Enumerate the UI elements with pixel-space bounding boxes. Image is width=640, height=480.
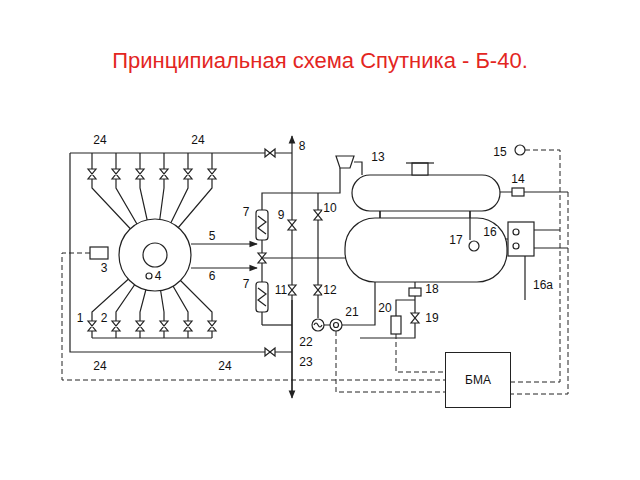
bypass-pipe [262, 324, 292, 325]
outlet-valve [411, 313, 419, 323]
callout-number: 16 [482, 226, 497, 238]
callout-number: 22 [298, 336, 313, 348]
bottom-manifold [92, 337, 212, 338]
callout-number: 23 [298, 356, 313, 368]
collector-valves [288, 220, 296, 295]
callout-number: 11 [274, 284, 288, 296]
motor-symbol [312, 319, 324, 331]
drive-cylinder [90, 247, 108, 259]
callout-number: 1 [76, 312, 85, 324]
callout-number: 7 [242, 278, 251, 290]
bypass-valves [314, 210, 322, 295]
signal-line [336, 331, 445, 392]
callout-number: 14 [510, 173, 525, 185]
level-controller [508, 222, 534, 256]
callout-number: 4 [154, 270, 163, 282]
flow-line [191, 267, 257, 268]
pressure-gauge [515, 145, 525, 155]
callout-number: 24 [217, 360, 232, 372]
separator-valve [258, 253, 266, 263]
motor-wave [314, 323, 322, 327]
box-label: БМА [465, 373, 491, 387]
callout-number: 7 [242, 206, 251, 218]
callout-number: 15 [492, 146, 507, 158]
outlet-pipe [360, 282, 415, 338]
callout-number: 24 [92, 134, 107, 146]
callout-number: 6 [208, 270, 217, 282]
callout-number: 8 [298, 140, 307, 152]
pressure-sensor [512, 188, 524, 196]
control-line [500, 191, 568, 192]
pump-symbol [330, 319, 342, 331]
callout-number: 5 [208, 230, 217, 242]
callout-number: 10 [322, 202, 337, 214]
gas-pipe [262, 168, 340, 325]
dome-cap [406, 162, 434, 163]
meter-unit [391, 316, 401, 334]
equipment [88, 145, 534, 356]
callout-number: 16а [532, 279, 554, 291]
flow-line [191, 243, 257, 244]
controller-part [513, 243, 519, 249]
callout-number: 13 [370, 151, 385, 163]
well-valves [88, 169, 216, 179]
distributor-outer [119, 219, 191, 291]
upper-vessel [352, 175, 500, 211]
collector-line-down [291, 300, 292, 398]
vessel-dome [412, 163, 428, 175]
callout-number: 2 [100, 312, 109, 324]
signal-line [396, 334, 445, 372]
control-unit-box: БМА [445, 352, 511, 408]
slide-title: Принципиальная схема Спутника - Б-40. [0, 46, 640, 76]
callout-number: 20 [377, 302, 392, 314]
callout-number: 12 [322, 284, 337, 296]
separator-coil [258, 216, 266, 306]
gas-regulator [336, 156, 354, 168]
bypass-pipe [262, 193, 346, 318]
signal-line [510, 150, 560, 382]
callout-number: 19 [424, 312, 439, 324]
callout-number: 21 [344, 306, 359, 318]
gas-pipe [354, 162, 362, 175]
callout-number: 24 [92, 360, 107, 372]
distributor-mark [146, 273, 152, 279]
distributor-inner [143, 243, 167, 267]
flow-meter [409, 288, 421, 296]
lower-vessel [345, 218, 507, 282]
float [469, 241, 479, 251]
callout-number: 24 [190, 134, 205, 146]
callout-number: 17 [448, 234, 463, 246]
controller-part [513, 229, 519, 235]
pump-core [334, 323, 339, 328]
frame-pipe [70, 153, 292, 352]
callout-number: 3 [100, 262, 109, 274]
callout-number: 9 [277, 209, 286, 221]
callout-number: 18 [424, 283, 439, 295]
